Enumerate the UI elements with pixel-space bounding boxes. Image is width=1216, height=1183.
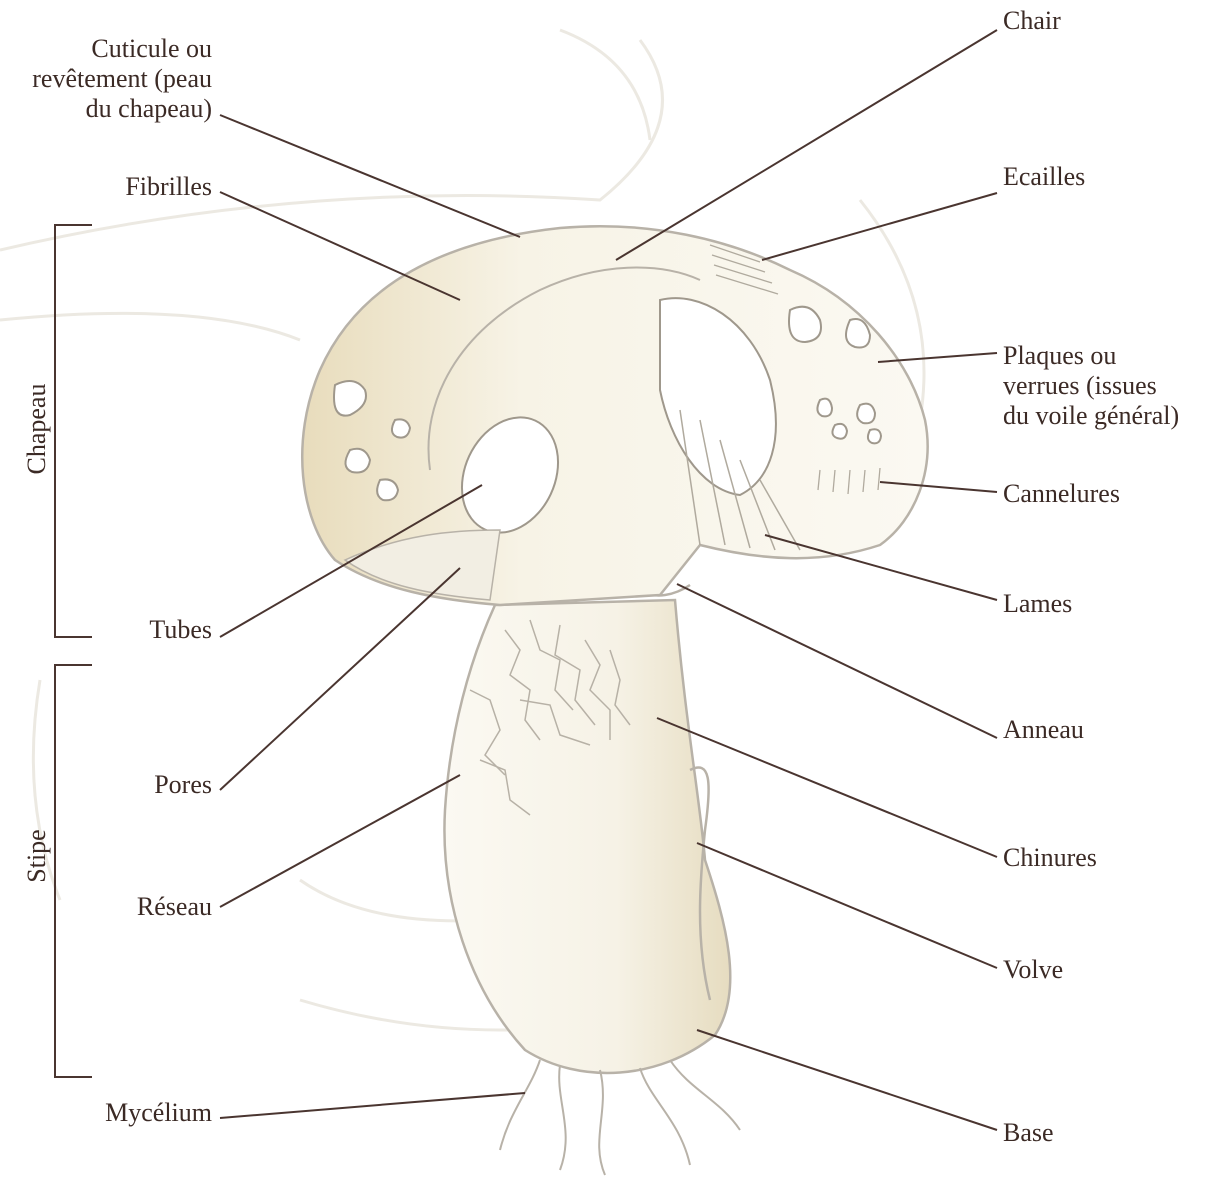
leader-ecailles <box>762 193 997 260</box>
stipe-bracket <box>55 665 92 1077</box>
chapeau-label: Chapeau <box>22 379 52 479</box>
label-cannelures: Cannelures <box>1003 479 1120 509</box>
label-ecailles: Ecailles <box>1003 162 1085 192</box>
leader-fibrilles <box>220 192 460 300</box>
stipe-drawing <box>444 585 740 1175</box>
chapeau-bracket <box>55 225 92 637</box>
label-lames: Lames <box>1003 589 1072 619</box>
leader-reseau <box>220 775 460 907</box>
label-fibrilles: Fibrilles <box>125 172 212 202</box>
leader-pores <box>220 568 460 790</box>
label-chair: Chair <box>1003 6 1061 36</box>
leader-base <box>697 1030 997 1130</box>
label-anneau: Anneau <box>1003 715 1084 745</box>
label-base: Base <box>1003 1118 1054 1148</box>
label-chinures: Chinures <box>1003 843 1097 873</box>
label-cuticule: Cuticule ou revêtement (peau du chapeau) <box>32 34 212 124</box>
leader-volve <box>697 843 997 968</box>
label-pores: Pores <box>154 770 212 800</box>
stipe-label: Stipe <box>22 806 52 906</box>
leader-cuticule <box>220 115 520 237</box>
label-plaques: Plaques ou verrues (issues du voile géné… <box>1003 341 1179 431</box>
label-reseau: Réseau <box>137 892 212 922</box>
label-volve: Volve <box>1003 955 1063 985</box>
chapeau-drawing <box>302 226 927 605</box>
leader-mycelium <box>220 1093 525 1118</box>
brackets <box>55 225 92 1077</box>
label-tubes: Tubes <box>149 615 212 645</box>
label-mycelium: Mycélium <box>105 1098 212 1128</box>
leader-anneau <box>677 584 997 738</box>
leader-chair <box>616 30 997 260</box>
